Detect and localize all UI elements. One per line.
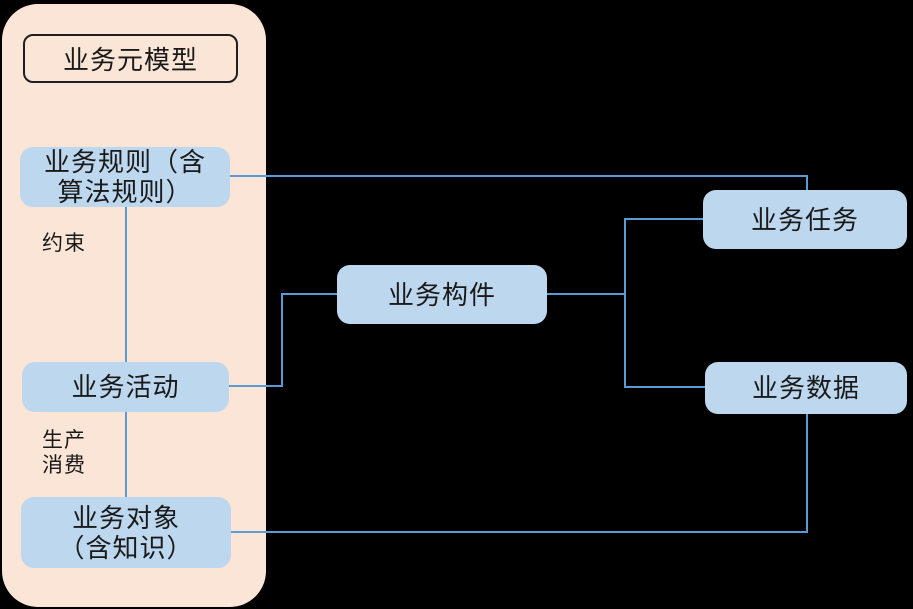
panel-title: 业务元模型 xyxy=(62,45,198,75)
node-business-component: 业务构件 xyxy=(337,265,547,324)
node-business-component-label: 业务构件 xyxy=(387,279,496,310)
consume-text: 消费 xyxy=(42,454,86,477)
edge-rule-to-task-vertical xyxy=(806,175,808,191)
node-business-object-label-line2: （含知识） xyxy=(58,532,194,563)
node-business-activity: 业务活动 xyxy=(22,362,229,412)
edge-data-down-vertical xyxy=(806,413,808,533)
node-business-data: 业务数据 xyxy=(705,362,907,414)
edge-elbow-to-component-horizontal xyxy=(281,293,338,295)
edge-trunk-vertical xyxy=(624,218,626,388)
edge-rule-to-task-horizontal xyxy=(230,175,808,177)
constraint-text: 约束 xyxy=(42,232,86,255)
edge-activity-to-object-vertical xyxy=(125,411,127,498)
node-business-rule: 业务规则（含 算法规则） xyxy=(20,147,230,207)
node-business-activity-label: 业务活动 xyxy=(71,372,180,402)
edge-activity-elbow-vertical xyxy=(281,293,283,387)
edge-label-constraint: 约束 xyxy=(42,231,86,256)
node-business-task-label: 业务任务 xyxy=(750,204,859,235)
edge-activity-elbow-horizontal xyxy=(229,385,283,387)
edge-rule-to-activity-vertical xyxy=(125,207,127,363)
node-business-task: 业务任务 xyxy=(703,190,907,249)
edge-label-produce-consume: 生产 消费 xyxy=(42,428,86,478)
edge-object-to-data-horizontal xyxy=(230,531,808,533)
edge-trunk-to-data-horizontal xyxy=(624,386,706,388)
panel-title-box: 业务元模型 xyxy=(23,34,238,83)
node-business-object-label-line1: 业务对象 xyxy=(71,502,180,533)
node-business-rule-label-line2: 算法规则） xyxy=(57,177,193,207)
node-business-object: 业务对象 （含知识） xyxy=(21,497,231,568)
node-business-data-label: 业务数据 xyxy=(751,373,860,403)
produce-text: 生产 xyxy=(42,429,86,452)
edge-component-to-trunk-horizontal xyxy=(547,293,626,295)
node-business-rule-label-line1: 业务规则（含 xyxy=(43,147,206,177)
edge-trunk-to-task-horizontal xyxy=(624,218,704,220)
